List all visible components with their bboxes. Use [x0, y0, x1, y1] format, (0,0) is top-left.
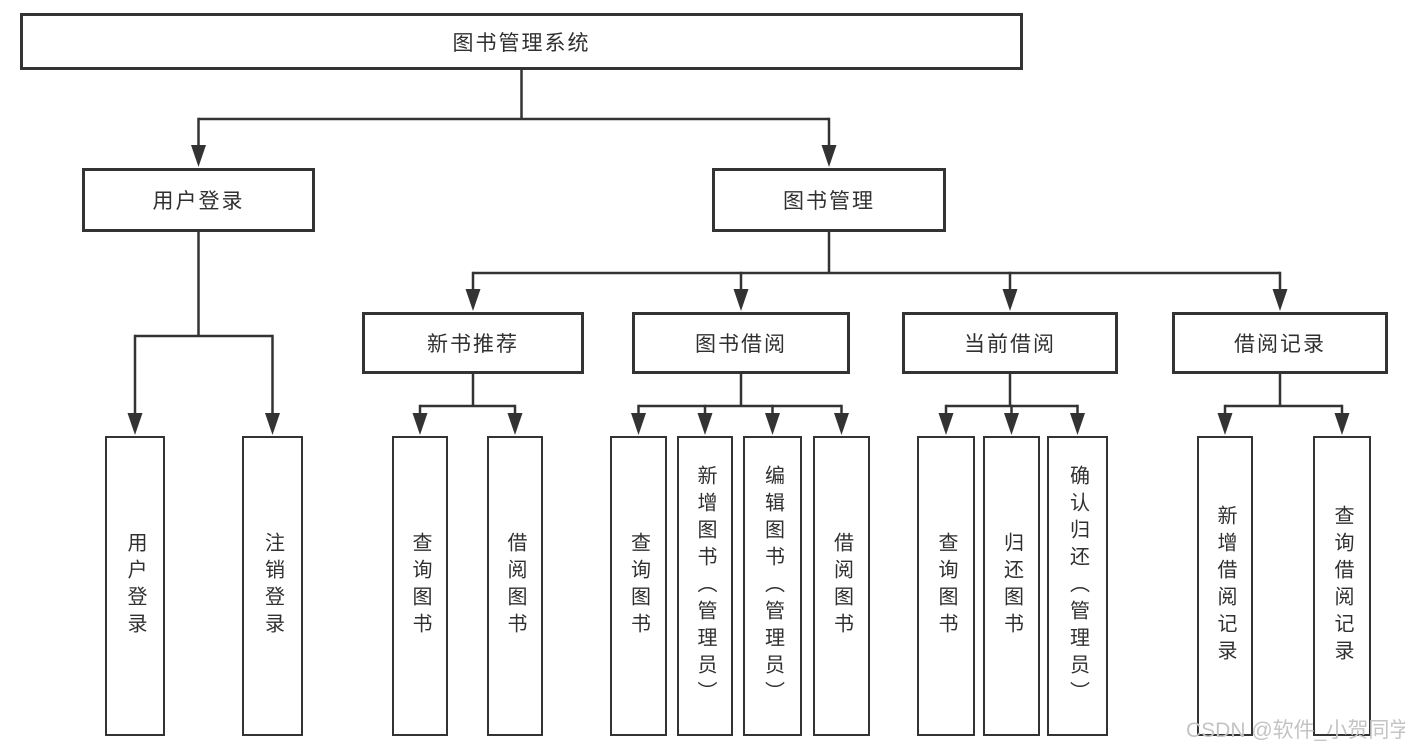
- node-new-book-recommend: 新书推荐: [362, 312, 584, 374]
- node-label-leaf-query-book-1: 查询图书: [409, 532, 431, 640]
- node-label-user-login: 用户登录: [152, 190, 245, 213]
- node-label-leaf-edit-book: 编辑图书（管理员）: [761, 464, 784, 708]
- node-leaf-confirm-return: 确认归还（管理员）: [1047, 436, 1108, 736]
- node-label-leaf-logout: 注销登录: [261, 532, 284, 640]
- node-leaf-borrow-book-1: 借阅图书: [487, 436, 543, 736]
- node-label-borrow-records: 借阅记录: [1234, 333, 1326, 356]
- node-label-new-book-recommend: 新书推荐: [427, 333, 519, 356]
- node-label-leaf-query-record: 查询借阅记录: [1331, 505, 1353, 667]
- node-label-leaf-borrow-book-2: 借阅图书: [830, 532, 853, 640]
- node-label-root: 图书管理系统: [452, 31, 591, 55]
- node-user-login: 用户登录: [82, 168, 315, 232]
- node-leaf-user-login: 用户登录: [105, 436, 165, 736]
- node-current-borrow: 当前借阅: [902, 312, 1118, 374]
- node-label-book-borrow: 图书借阅: [695, 333, 787, 356]
- node-label-leaf-user-login: 用户登录: [124, 532, 146, 640]
- node-leaf-add-record: 新增借阅记录: [1197, 436, 1253, 736]
- node-leaf-logout: 注销登录: [242, 436, 303, 736]
- node-leaf-return-book: 归还图书: [983, 436, 1040, 736]
- node-borrow-records: 借阅记录: [1172, 312, 1388, 374]
- node-label-leaf-add-book: 新增图书（管理员）: [694, 464, 716, 708]
- node-leaf-query-record: 查询借阅记录: [1313, 436, 1371, 736]
- node-label-leaf-query-book-2: 查询图书: [627, 532, 650, 640]
- node-label-leaf-return-book: 归还图书: [1000, 532, 1023, 640]
- node-book-borrow: 图书借阅: [632, 312, 850, 374]
- node-leaf-edit-book: 编辑图书（管理员）: [743, 436, 802, 736]
- node-label-leaf-query-book-3: 查询图书: [935, 532, 957, 640]
- node-leaf-borrow-book-2: 借阅图书: [813, 436, 870, 736]
- node-root: 图书管理系统: [20, 13, 1023, 70]
- node-leaf-query-book-3: 查询图书: [917, 436, 975, 736]
- node-leaf-query-book-2: 查询图书: [610, 436, 667, 736]
- node-book-management: 图书管理: [712, 168, 946, 232]
- node-leaf-query-book-1: 查询图书: [392, 436, 448, 736]
- node-label-leaf-confirm-return: 确认归还（管理员）: [1066, 464, 1089, 708]
- node-label-leaf-add-record: 新增借阅记录: [1214, 505, 1236, 667]
- node-leaf-add-book: 新增图书（管理员）: [677, 436, 733, 736]
- node-label-leaf-borrow-book-1: 借阅图书: [504, 532, 526, 640]
- node-label-current-borrow: 当前借阅: [964, 333, 1056, 356]
- node-label-book-management: 图书管理: [783, 190, 875, 213]
